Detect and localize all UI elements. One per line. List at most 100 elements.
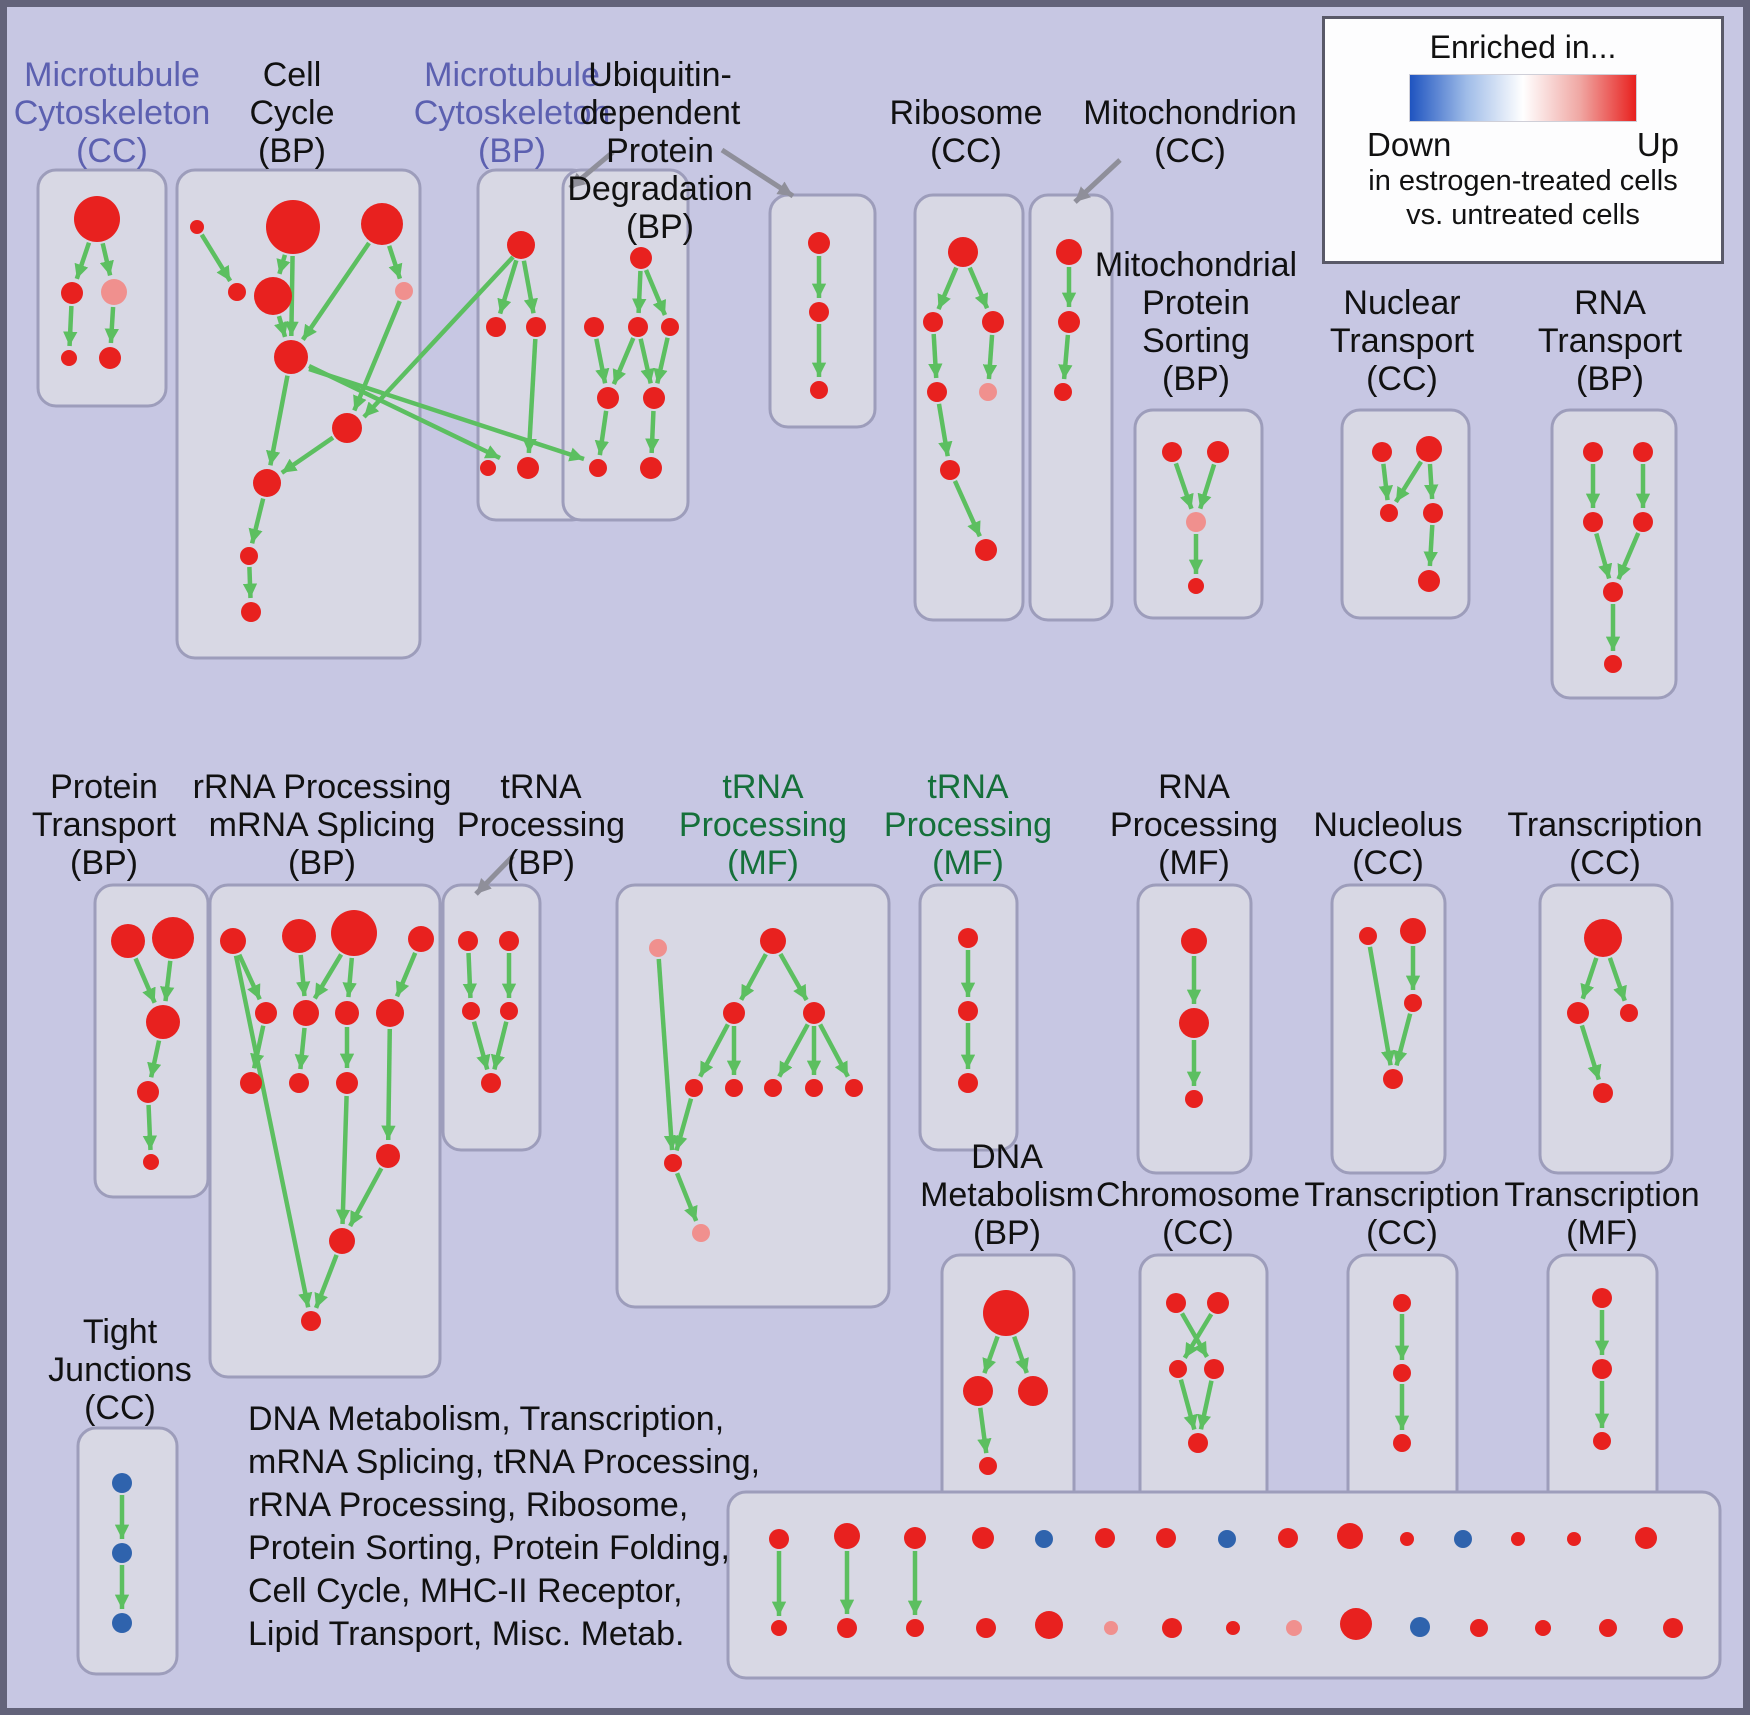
edge-arrow xyxy=(147,1040,162,1078)
go-term-node xyxy=(1567,1002,1589,1024)
edge-arrow xyxy=(1393,1013,1413,1067)
go-term-node xyxy=(664,1154,682,1172)
legend-up-label: Up xyxy=(1636,126,1679,163)
go-term-node xyxy=(685,1079,703,1097)
go-term-node xyxy=(526,317,546,337)
edge-arrow xyxy=(1367,946,1396,1066)
go-term-node xyxy=(255,1002,277,1024)
go-term-node xyxy=(963,1376,993,1406)
go-term-node xyxy=(1410,1617,1430,1637)
go-term-node xyxy=(190,220,204,234)
go-term-node xyxy=(1393,1294,1411,1312)
go-term-node xyxy=(1400,918,1426,944)
edge-arrow xyxy=(1012,1335,1029,1374)
go-term-node xyxy=(293,1000,319,1026)
go-term-node xyxy=(927,382,947,402)
edge-arrow xyxy=(312,953,344,1000)
edge-arrow xyxy=(1182,1312,1214,1360)
go-term-node xyxy=(1169,1360,1187,1378)
go-term-node xyxy=(1663,1618,1683,1638)
go-term-node xyxy=(640,457,662,479)
go-term-node xyxy=(480,460,496,476)
go-term-node xyxy=(1340,1608,1372,1640)
edge-arrow xyxy=(936,403,953,457)
go-term-node xyxy=(74,196,120,242)
edge-arrow xyxy=(739,953,768,1001)
go-term-node xyxy=(1058,311,1080,333)
edge-arrow xyxy=(74,241,92,280)
go-term-node xyxy=(760,928,786,954)
go-term-node xyxy=(458,931,478,951)
edge-arrow xyxy=(381,1028,396,1141)
edge-arrow xyxy=(63,305,78,347)
edge-arrow xyxy=(248,497,266,544)
go-term-node xyxy=(1583,512,1603,532)
go-term-node xyxy=(976,1618,996,1638)
go-term-node xyxy=(948,237,978,267)
go-term-node xyxy=(1604,655,1622,673)
group-box-nucleolus-cc xyxy=(1330,883,1447,1175)
edge-arrow xyxy=(967,266,990,310)
go-term-node xyxy=(958,1073,978,1093)
go-term-node xyxy=(1393,1364,1411,1382)
edge-arrow xyxy=(237,953,262,1001)
go-term-node xyxy=(1567,1532,1581,1546)
go-term-node xyxy=(137,1081,159,1103)
go-term-node xyxy=(1162,1618,1182,1638)
go-term-node xyxy=(112,1473,132,1493)
go-term-node xyxy=(1383,1069,1403,1089)
label-pointer-arrow xyxy=(568,150,615,190)
go-term-node xyxy=(1162,442,1182,462)
misc-functions-text: DNA Metabolism, Transcription, mRNA Spli… xyxy=(248,1400,761,1653)
go-term-node xyxy=(1188,578,1204,594)
go-term-node xyxy=(254,277,292,315)
go-term-node xyxy=(1511,1532,1525,1546)
go-term-node xyxy=(112,1613,132,1633)
go-term-node xyxy=(1635,1527,1657,1549)
go-term-node xyxy=(507,231,535,259)
go-term-node xyxy=(803,1002,825,1024)
go-term-node xyxy=(725,1079,743,1097)
legend-down-label: Down xyxy=(1367,126,1452,163)
go-term-node xyxy=(111,924,145,958)
group-box-protein-transport-bp xyxy=(93,883,210,1199)
go-term-node xyxy=(1207,1292,1229,1314)
group-box-rrna-processing-mrna-splicing-bp xyxy=(208,883,442,1379)
go-term-node xyxy=(940,460,960,480)
edge-arrow xyxy=(280,435,335,475)
go-term-node xyxy=(1583,442,1603,462)
go-term-node xyxy=(1372,442,1392,462)
edge-arrow xyxy=(335,1095,351,1225)
group-box-mixed-functions xyxy=(726,1490,1722,1680)
go-term-node xyxy=(500,1002,518,1020)
go-term-node xyxy=(1603,582,1623,602)
edge-arrow xyxy=(133,957,157,1004)
go-term-node xyxy=(1337,1523,1363,1549)
go-term-node xyxy=(517,457,539,479)
go-term-node xyxy=(1593,1083,1613,1103)
edge-arrow xyxy=(294,1027,309,1070)
go-term-node xyxy=(376,1144,400,1168)
go-term-node xyxy=(1423,503,1443,523)
group-box-rna-transport-bp xyxy=(1550,408,1678,700)
edge-arrow xyxy=(522,338,538,454)
legend-axis-labels: Down Up xyxy=(1367,126,1679,164)
edge-arrow xyxy=(977,1407,992,1454)
go-term-node xyxy=(1035,1530,1053,1548)
go-term-node xyxy=(408,926,434,952)
go-term-node xyxy=(1186,512,1206,532)
go-term-node xyxy=(1633,512,1653,532)
go-term-node xyxy=(979,1457,997,1475)
go-term-node xyxy=(630,247,652,269)
group-box-trna-processing-mf-1 xyxy=(615,883,891,1309)
go-term-node xyxy=(837,1618,857,1638)
edge-arrow xyxy=(1616,532,1641,581)
go-term-node xyxy=(958,928,978,948)
edge-arrow xyxy=(1393,460,1423,504)
go-term-node xyxy=(834,1523,860,1549)
go-term-node xyxy=(1380,504,1398,522)
go-term-node xyxy=(266,200,320,254)
go-term-node xyxy=(1535,1620,1551,1636)
go-term-node xyxy=(1620,1004,1638,1022)
go-term-node xyxy=(289,1073,309,1093)
